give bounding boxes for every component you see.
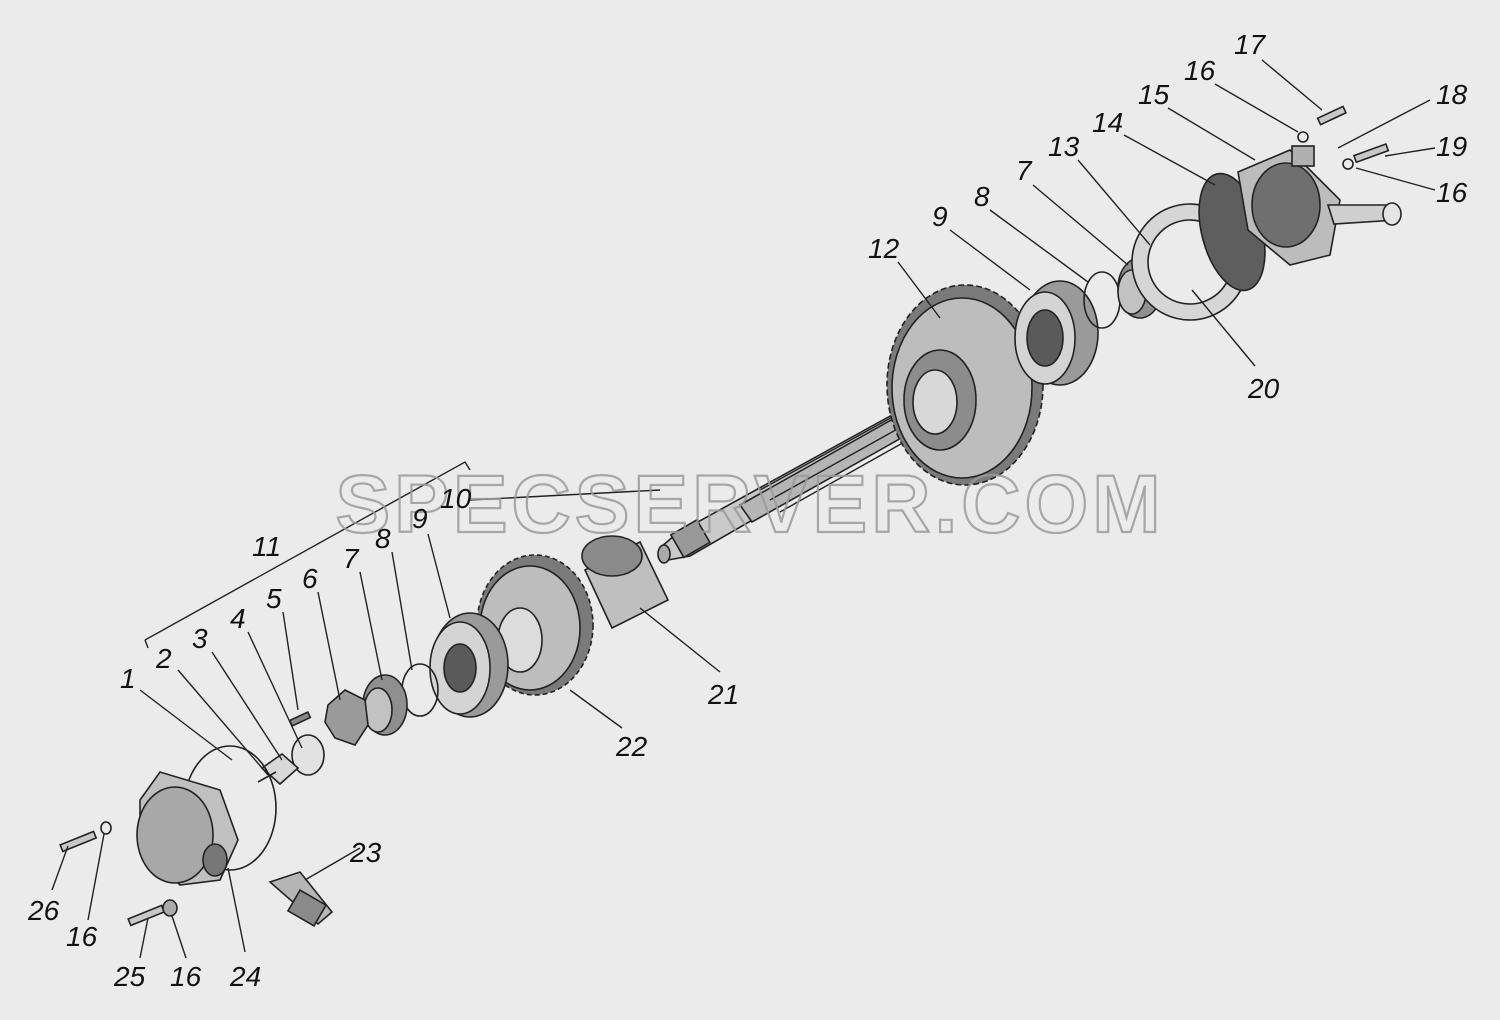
label-3: 3: [192, 623, 208, 654]
label-21: 21: [707, 679, 739, 710]
label-12: 12: [868, 233, 900, 264]
housing-15: [1237, 149, 1402, 266]
label-5: 5: [266, 583, 282, 614]
label-10: 10: [440, 483, 472, 514]
label-9-right: 9: [932, 201, 948, 232]
label-8-right: 8: [974, 181, 990, 212]
shaft: [657, 402, 928, 564]
label-25: 25: [113, 961, 146, 992]
label-17: 17: [1234, 29, 1267, 60]
label-9-left: 9: [412, 503, 428, 534]
washer-16-left: [100, 821, 112, 835]
label-8-left: 8: [375, 523, 391, 554]
label-16-left: 16: [66, 921, 98, 952]
washer-16-right: [1342, 158, 1354, 170]
label-24: 24: [229, 961, 261, 992]
bearing-9-right: [1014, 280, 1099, 386]
label-15: 15: [1138, 79, 1170, 110]
label-4: 4: [230, 603, 246, 634]
label-13: 13: [1048, 131, 1080, 162]
label-7-left: 7: [343, 543, 360, 574]
label-7-right: 7: [1016, 155, 1033, 186]
plug-18: [1291, 145, 1315, 167]
gear-12: [886, 284, 1044, 486]
sensor-23: [268, 871, 334, 927]
bolt-19: [1352, 142, 1390, 164]
part-labels: 1 2 3 4 5 6 7 8 9 10 11 12 9 8 7 13 14 1…: [27, 29, 1468, 992]
label-2: 2: [155, 643, 172, 674]
label-14: 14: [1092, 107, 1123, 138]
label-6: 6: [302, 563, 318, 594]
label-22: 22: [615, 731, 648, 762]
label-18: 18: [1436, 79, 1468, 110]
watermark: SPECSERVER.COM: [335, 459, 1164, 550]
label-16-bottom: 16: [170, 961, 202, 992]
bearing-9-left: [429, 612, 509, 718]
cover-24: [136, 771, 239, 886]
label-20: 20: [1247, 373, 1280, 404]
lock-plate-3: [260, 752, 300, 786]
washer-16-top: [1297, 131, 1309, 143]
label-16-top: 16: [1184, 55, 1216, 86]
nut-7-left: [362, 674, 408, 736]
screw-2: [257, 771, 277, 783]
label-23: 23: [349, 837, 382, 868]
label-16-right: 16: [1436, 177, 1468, 208]
leader-lines: [51, 59, 1436, 959]
label-19: 19: [1436, 131, 1467, 162]
washer-16-bottom: [162, 899, 178, 917]
bolt-26: [59, 830, 98, 853]
label-1: 1: [120, 663, 136, 694]
lock-washer-6: [324, 689, 369, 746]
label-11: 11: [252, 531, 281, 562]
label-26: 26: [27, 895, 60, 926]
pin-5: [288, 710, 312, 728]
bushing-21: [581, 535, 670, 630]
bolt-17: [1316, 105, 1348, 126]
bolt-25: [127, 904, 166, 927]
